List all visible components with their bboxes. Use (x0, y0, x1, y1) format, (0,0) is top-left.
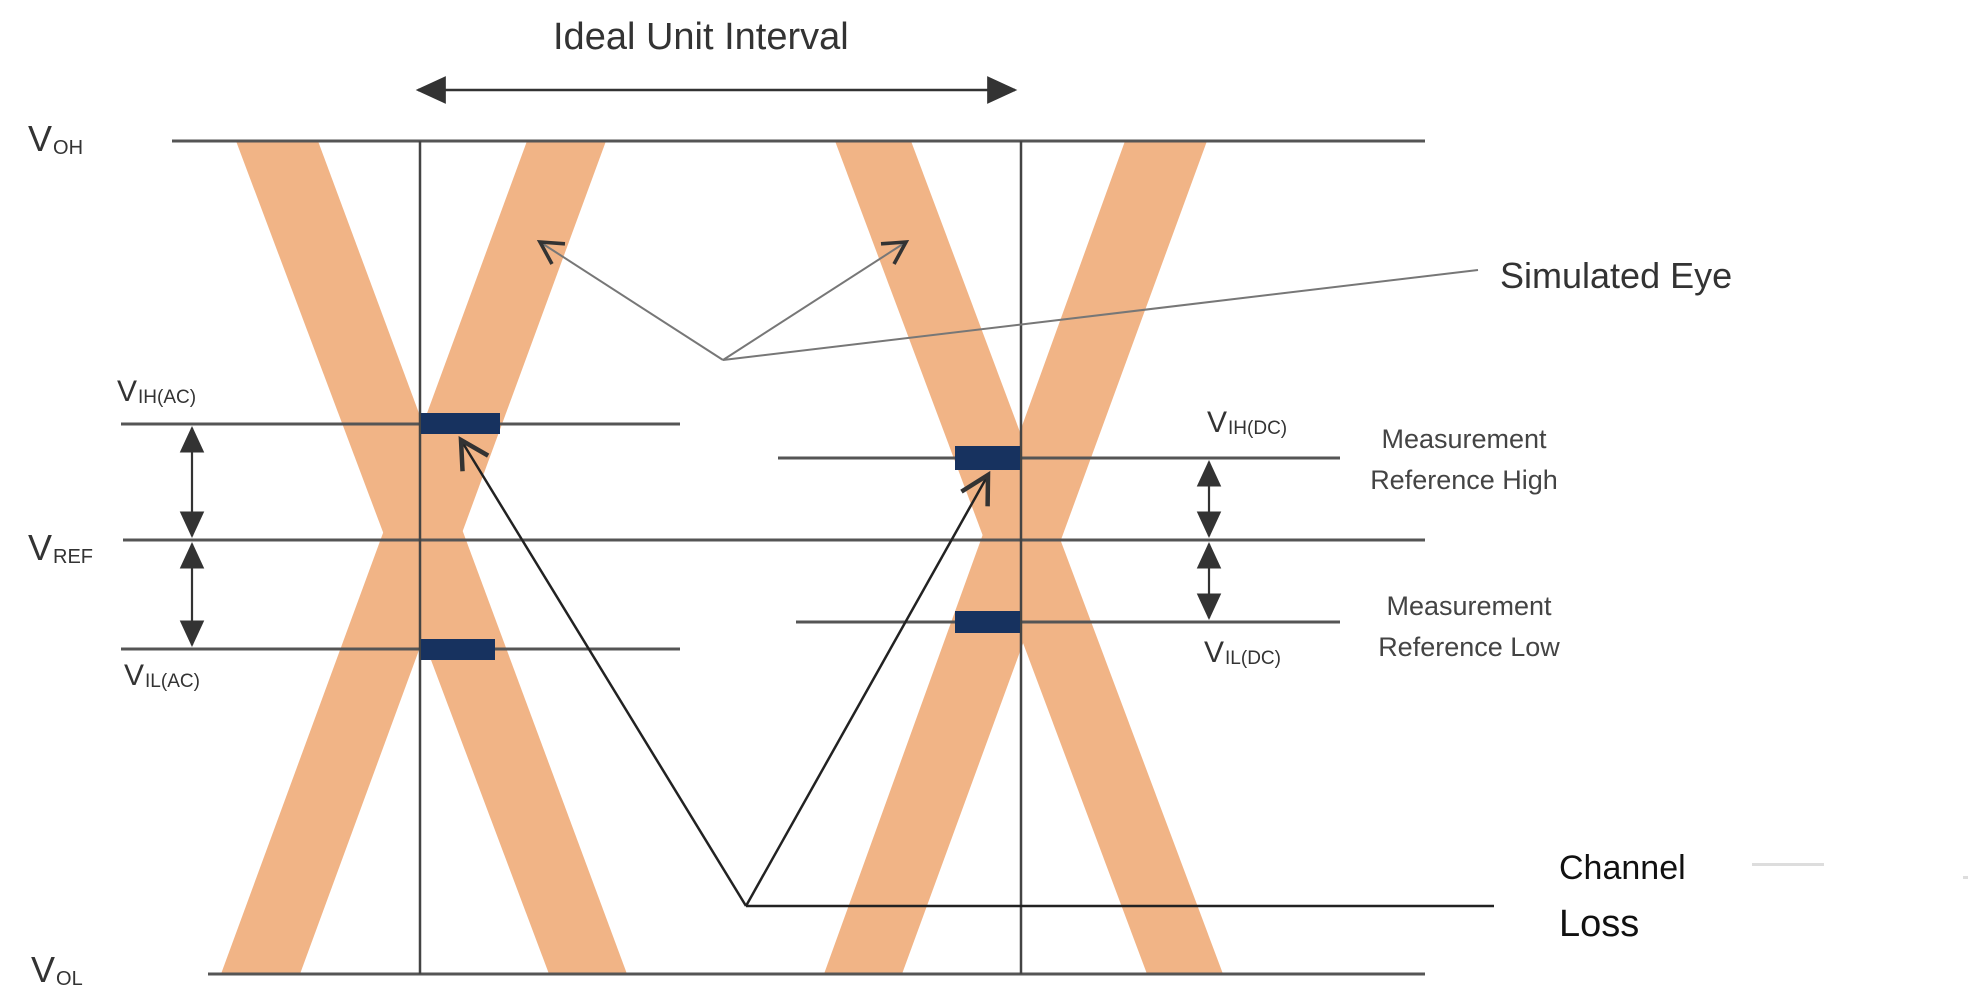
simulated-eye-pointer-right (722, 239, 910, 361)
vol-label: VOL (31, 949, 83, 990)
faint-artifact (1752, 863, 1824, 866)
vref-label: VREF (28, 527, 94, 568)
measurement-reference-low-line-1: Measurement (1386, 591, 1552, 621)
vref-label-sub: REF (53, 546, 94, 568)
vih-dc-label-sub: IH(DC) (1228, 418, 1288, 439)
simulated-eye-leader (722, 269, 1479, 361)
vil-ac-label-main: V (124, 659, 145, 692)
vih-dc-label: VIH(DC) (1207, 406, 1288, 439)
measurement-reference-low-label: Measurement Reference Low (1359, 586, 1579, 667)
faint-artifacts (1752, 863, 1968, 879)
vil-ac-label-sub: IL(AC) (145, 671, 200, 692)
vol-label-sub: OL (56, 968, 83, 990)
measurement-reference-high-line-2: Reference High (1370, 464, 1558, 495)
vref-label-main: V (28, 527, 53, 568)
vih-ac-label-sub: IH(AC) (138, 387, 197, 408)
vil-dc-label-sub: IL(DC) (1225, 648, 1281, 669)
simulated-eye-pointers (536, 239, 1479, 361)
vil-ac-label: VIL(AC) (124, 659, 200, 692)
measurement-reference-high-line-1: Measurement (1381, 424, 1547, 454)
voh-label: VOH (28, 118, 84, 159)
vil-ac-marker (421, 639, 495, 660)
channel-loss-line-1: Channel (1559, 849, 1686, 887)
eye-band-right-rising (824, 141, 1207, 974)
vih-ac-label-main: V (117, 375, 138, 408)
vih-ac-marker (421, 413, 500, 434)
vil-dc-label-main: V (1204, 636, 1225, 669)
vil-dc-label: VIL(DC) (1204, 636, 1281, 669)
measurement-reference-low-line-2: Reference Low (1378, 631, 1560, 662)
unit-interval-lines (415, 76, 1023, 974)
diagram-title: Ideal Unit Interval (553, 16, 849, 58)
simulated-eye-pointer-left (536, 239, 724, 361)
simulated-eye-bands (221, 141, 1223, 974)
measurement-reference-high-label: Measurement Reference High (1354, 419, 1574, 500)
vih-dc-label-main: V (1207, 406, 1228, 439)
reference-lines (121, 139, 1425, 976)
channel-loss-line-2: Loss (1559, 903, 1640, 946)
measurement-markers (421, 413, 1020, 660)
channel-loss-pointer-right (744, 470, 991, 907)
eye-band-left-rising (221, 141, 606, 974)
voh-label-main: V (28, 118, 53, 159)
channel-loss-pointer-left (458, 435, 748, 907)
voh-label-sub: OH (53, 137, 84, 159)
vih-ac-label: VIH(AC) (117, 375, 197, 408)
simulated-eye-label: Simulated Eye (1500, 255, 1733, 296)
margin-arrows (179, 425, 1222, 648)
vih-dc-marker (955, 446, 1020, 470)
channel-loss-pointers (458, 435, 1494, 908)
vol-label-main: V (31, 949, 56, 990)
channel-loss-label: Channel Loss (1559, 844, 1686, 952)
faint-artifact (1963, 876, 1968, 879)
vil-dc-marker (955, 611, 1020, 633)
